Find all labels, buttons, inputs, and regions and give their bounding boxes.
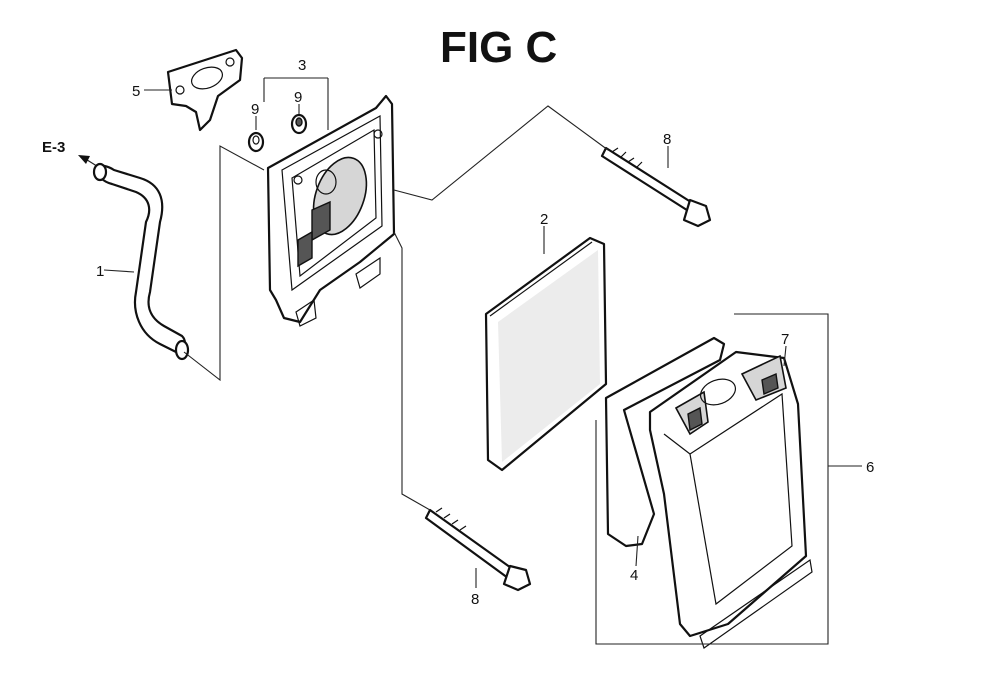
callout-bolt-lower: 8 [471, 591, 479, 608]
grommet-left-part [247, 131, 265, 153]
figure-title: FIG C [440, 23, 557, 72]
reference-arrow: E-3 [42, 139, 101, 169]
callout-grommet-left: 9 [251, 101, 259, 118]
callout-hose: 1 [96, 263, 104, 280]
callout-bolt-upper: 8 [663, 131, 671, 148]
filter-element [484, 236, 608, 472]
cover-seal [604, 336, 726, 548]
callout-case-assembly: 3 [298, 57, 306, 74]
bolt-upper-part [600, 146, 712, 228]
callout-grommet: 7 [781, 331, 789, 348]
reference-label: E-3 [42, 139, 65, 156]
callout-cover-assembly: 6 [866, 459, 874, 476]
callout-grommet-right: 9 [294, 89, 302, 106]
breather-hose [92, 162, 190, 361]
bolt-lower-part [424, 507, 532, 592]
grommet-right-part [290, 113, 308, 135]
callout-cover-seal: 4 [630, 567, 638, 584]
air-cleaner-cover [648, 350, 813, 649]
callout-gasket: 5 [132, 83, 140, 100]
callout-filter-element: 2 [540, 211, 548, 228]
leader-lines [103, 77, 862, 645]
gasket [166, 48, 244, 132]
air-cleaner-case [266, 94, 396, 327]
